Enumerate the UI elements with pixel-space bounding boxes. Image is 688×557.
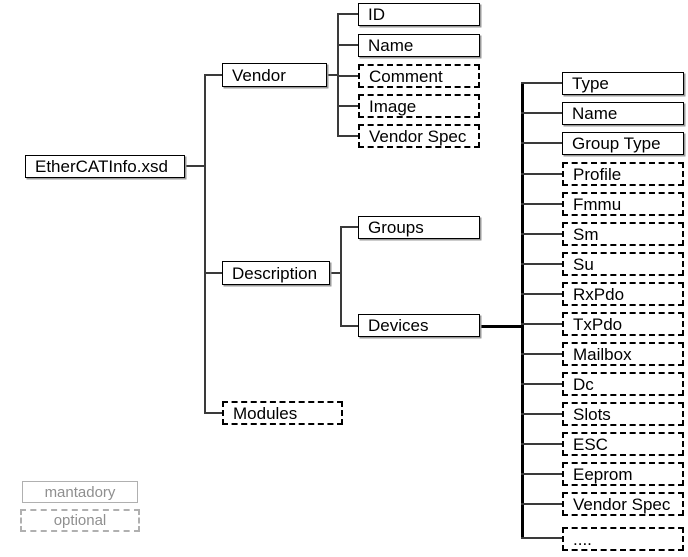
- node-label: Vendor Spec: [369, 126, 467, 146]
- connector-to-device-name: [521, 112, 563, 114]
- connector-to-vendor-comment: [337, 75, 359, 77]
- connector-description-trunk: [340, 226, 342, 326]
- legend-optional: optional: [20, 509, 140, 532]
- connector-devices-trunk: [521, 82, 524, 538]
- node-vendor-name[interactable]: Name: [358, 34, 480, 57]
- node-label: Fmmu: [573, 194, 622, 214]
- node-label: Vendor Spec: [573, 494, 671, 514]
- connector-to-device-rxpdo: [521, 293, 563, 295]
- node-label: Mailbox: [573, 344, 632, 364]
- connector-to-devices: [340, 325, 359, 327]
- node-label: Comment: [369, 66, 443, 86]
- connector-to-device-dc: [521, 383, 563, 385]
- legend-mandatory: mantadory: [22, 481, 138, 503]
- node-vendor-comment[interactable]: Comment: [358, 64, 480, 88]
- connector-to-groups: [340, 226, 359, 228]
- node-device-fmmu[interactable]: Fmmu: [562, 192, 684, 216]
- node-device-dc[interactable]: Dc: [562, 372, 684, 396]
- node-devices[interactable]: Devices: [358, 314, 480, 337]
- connector-to-modules: [204, 412, 223, 414]
- connector-description-stub: [330, 272, 342, 274]
- node-label: Devices: [368, 316, 429, 335]
- node-device-vendor-spec[interactable]: Vendor Spec: [562, 492, 684, 516]
- node-label: Dc: [573, 374, 594, 394]
- node-label: Slots: [573, 404, 611, 424]
- node-device-eeprom[interactable]: Eeprom: [562, 462, 684, 486]
- node-label: Vendor: [232, 65, 286, 85]
- node-label: Profile: [573, 164, 622, 184]
- connector-to-device-grouptype: [521, 142, 563, 144]
- connector-to-device-more: [521, 537, 563, 539]
- connector-to-vendor: [204, 74, 223, 76]
- legend-optional-label: optional: [53, 512, 107, 529]
- node-label: Name: [368, 36, 414, 55]
- connector-vendor-stub: [327, 74, 339, 76]
- node-device-profile[interactable]: Profile: [562, 162, 684, 186]
- connector-to-device-vendorspec: [521, 503, 563, 505]
- node-label: Groups: [368, 218, 424, 237]
- connector-to-device-sm: [521, 233, 563, 235]
- node-device-more[interactable]: ....: [562, 527, 684, 551]
- connector-to-vendor-image: [337, 105, 359, 107]
- node-label: RxPdo: [573, 284, 625, 304]
- node-label: Description: [232, 263, 318, 283]
- node-device-rxpdo[interactable]: RxPdo: [562, 282, 684, 306]
- connector-level1-trunk: [204, 75, 206, 413]
- node-label: EtherCATInfo.xsd: [35, 157, 168, 176]
- node-description[interactable]: Description: [222, 261, 330, 285]
- node-label: Image: [369, 96, 417, 116]
- node-vendor-image[interactable]: Image: [358, 94, 480, 118]
- connector-to-vendor-name: [337, 44, 359, 46]
- node-label: ID: [368, 5, 385, 24]
- node-label: Eeprom: [573, 464, 633, 484]
- connector-to-device-txpdo: [521, 323, 563, 325]
- node-label: ....: [573, 529, 592, 549]
- connector-to-vendor-vendorspec: [337, 135, 359, 137]
- node-label: Name: [572, 104, 618, 123]
- connector-to-device-type: [521, 82, 563, 84]
- legend-mandatory-label: mantadory: [44, 483, 116, 501]
- connector-to-device-slots: [521, 413, 563, 415]
- connector-to-device-fmmu: [521, 203, 563, 205]
- node-modules[interactable]: Modules: [222, 401, 343, 425]
- node-device-mailbox[interactable]: Mailbox: [562, 342, 684, 366]
- node-device-esc[interactable]: ESC: [562, 432, 684, 456]
- node-device-group-type[interactable]: Group Type: [562, 132, 684, 155]
- connector-to-device-su: [521, 263, 563, 265]
- node-device-type[interactable]: Type: [562, 72, 684, 95]
- node-device-txpdo[interactable]: TxPdo: [562, 312, 684, 336]
- connector-to-vendor-id: [337, 13, 359, 15]
- node-label: ESC: [573, 434, 608, 454]
- node-label: Su: [573, 254, 594, 274]
- node-vendor[interactable]: Vendor: [222, 63, 327, 87]
- node-label: Group Type: [572, 134, 661, 153]
- connector-root-stub: [185, 165, 206, 167]
- node-device-slots[interactable]: Slots: [562, 402, 684, 426]
- node-label: Modules: [233, 403, 298, 423]
- node-vendor-vendor-spec[interactable]: Vendor Spec: [358, 124, 480, 148]
- connector-to-device-mailbox: [521, 353, 563, 355]
- node-device-su[interactable]: Su: [562, 252, 684, 276]
- connector-to-device-eeprom: [521, 473, 563, 475]
- node-vendor-id[interactable]: ID: [358, 3, 480, 26]
- node-label: Type: [572, 74, 609, 93]
- node-device-sm[interactable]: Sm: [562, 222, 684, 246]
- node-label: Sm: [573, 224, 599, 244]
- connector-to-device-esc: [521, 443, 563, 445]
- connector-to-device-profile: [521, 173, 563, 175]
- node-label: TxPdo: [573, 314, 623, 334]
- connector-devices-stub: [480, 325, 524, 328]
- node-groups[interactable]: Groups: [358, 216, 480, 239]
- connector-to-description: [204, 272, 223, 274]
- node-device-name[interactable]: Name: [562, 102, 684, 125]
- node-root-ethercatinfo-xsd[interactable]: EtherCATInfo.xsd: [25, 155, 185, 178]
